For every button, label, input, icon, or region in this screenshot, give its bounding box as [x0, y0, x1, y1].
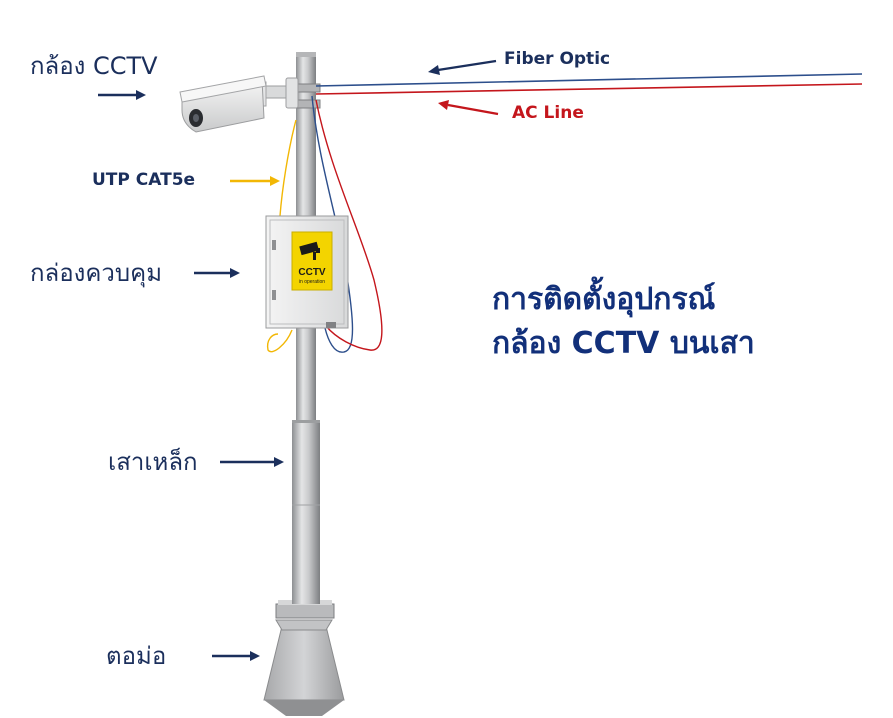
arrow-fiber — [428, 59, 497, 75]
label-utp: UTP CAT5e — [92, 170, 196, 190]
label-base: ตอม่อ — [106, 642, 167, 670]
diagram-title: การติดตั้งอุปกรณ์ กล้อง CCTV บนเสา — [492, 278, 755, 366]
fiber-optic-cable — [311, 73, 863, 353]
label-control-box: กล่องควบคุม — [30, 259, 163, 287]
sign-cctv-text: CCTV — [298, 267, 326, 278]
hinge-top — [272, 240, 276, 250]
ac-line-cable — [315, 83, 863, 351]
camera-sunshield — [179, 75, 267, 103]
arrow-utp — [230, 176, 280, 186]
arrow-base — [212, 651, 260, 661]
label-ac-line: AC Line — [512, 103, 584, 123]
utp-cable — [266, 119, 297, 353]
cctv-camera — [179, 75, 299, 133]
camera-mount-plate — [285, 77, 299, 109]
camera-sign-icon — [299, 241, 320, 260]
concrete-base — [263, 619, 345, 716]
arrow-ac-line — [438, 100, 499, 116]
title-line-2: กล้อง CCTV บนเสา — [492, 326, 755, 361]
label-camera: กล้อง CCTV — [30, 52, 158, 80]
title-line-1: การติดตั้งอุปกรณ์ — [492, 282, 716, 317]
sign-subtext: in operation — [299, 279, 325, 285]
arrow-control-box — [194, 268, 240, 278]
arrow-pole — [220, 457, 284, 467]
label-steel-pole: เสาเหล็ก — [108, 448, 198, 476]
hinge-bottom — [272, 290, 276, 300]
control-box: CCTV in operation — [265, 215, 349, 329]
cctv-sign: CCTV in operation — [291, 231, 333, 291]
arrow-camera — [98, 90, 146, 100]
label-fiber-optic: Fiber Optic — [504, 49, 611, 69]
